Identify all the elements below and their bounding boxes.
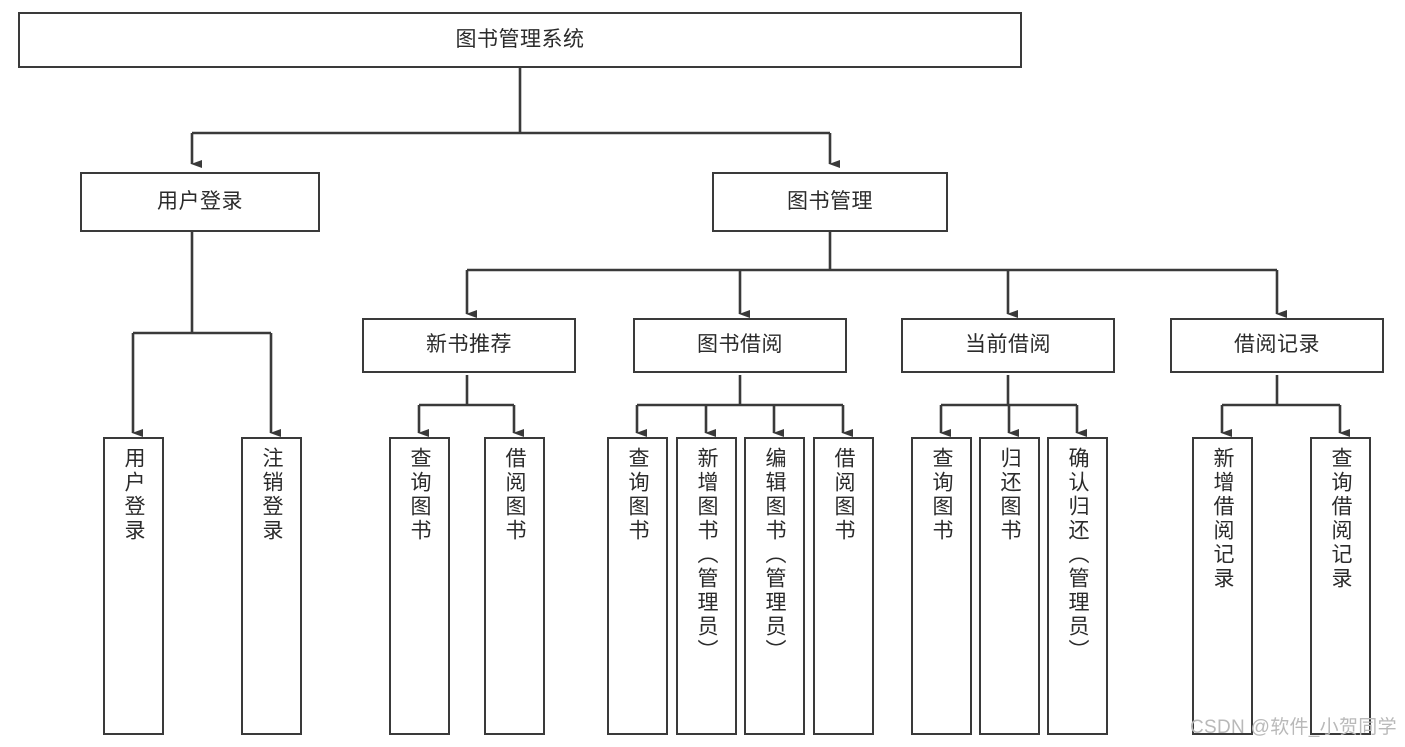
- node-leaf-borrow-book-1-label: 借阅图书: [503, 447, 526, 543]
- node-current-borrow-label: 当前借阅: [965, 333, 1051, 357]
- node-leaf-query-book-3-label: 查询图书: [930, 447, 953, 543]
- node-leaf-confirm-return-label: 确认归还（管理员）: [1066, 447, 1089, 663]
- node-leaf-borrow-book-2[interactable]: 借阅图书: [813, 437, 874, 735]
- node-leaf-edit-book-label: 编辑图书（管理员）: [763, 447, 786, 663]
- node-user-login-label: 用户登录: [157, 189, 243, 213]
- node-user-login[interactable]: 用户登录: [80, 172, 320, 232]
- node-leaf-add-record[interactable]: 新增借阅记录: [1192, 437, 1253, 735]
- node-leaf-query-book-1[interactable]: 查询图书: [389, 437, 450, 735]
- node-new-book-rec-label: 新书推荐: [426, 333, 512, 357]
- node-leaf-borrow-book-2-label: 借阅图书: [832, 447, 855, 543]
- node-new-book-rec[interactable]: 新书推荐: [362, 318, 576, 373]
- node-leaf-query-book-1-label: 查询图书: [408, 447, 431, 543]
- node-leaf-query-book-2[interactable]: 查询图书: [607, 437, 668, 735]
- node-leaf-logout-label: 注销登录: [260, 447, 283, 543]
- node-borrow-record-label: 借阅记录: [1234, 333, 1320, 357]
- node-leaf-return-book-label: 归还图书: [998, 447, 1021, 543]
- node-leaf-return-book[interactable]: 归还图书: [979, 437, 1040, 735]
- node-book-borrow-label: 图书借阅: [697, 333, 783, 357]
- node-leaf-user-login-label: 用户登录: [122, 447, 145, 543]
- node-root-label: 图书管理系统: [455, 27, 585, 51]
- node-leaf-query-record-label: 查询借阅记录: [1329, 447, 1352, 591]
- node-borrow-record[interactable]: 借阅记录: [1170, 318, 1384, 373]
- node-leaf-query-book-3[interactable]: 查询图书: [911, 437, 972, 735]
- node-leaf-add-book-label: 新增图书（管理员）: [695, 447, 718, 663]
- node-leaf-user-login[interactable]: 用户登录: [103, 437, 164, 735]
- node-book-mgmt[interactable]: 图书管理: [712, 172, 948, 232]
- node-root[interactable]: 图书管理系统: [18, 12, 1022, 68]
- node-leaf-query-book-2-label: 查询图书: [626, 447, 649, 543]
- node-leaf-logout[interactable]: 注销登录: [241, 437, 302, 735]
- node-leaf-add-record-label: 新增借阅记录: [1211, 447, 1234, 591]
- node-leaf-confirm-return[interactable]: 确认归还（管理员）: [1047, 437, 1108, 735]
- node-leaf-add-book[interactable]: 新增图书（管理员）: [676, 437, 737, 735]
- node-current-borrow[interactable]: 当前借阅: [901, 318, 1115, 373]
- node-leaf-query-record[interactable]: 查询借阅记录: [1310, 437, 1371, 735]
- node-book-mgmt-label: 图书管理: [787, 189, 873, 213]
- node-leaf-edit-book[interactable]: 编辑图书（管理员）: [744, 437, 805, 735]
- csdn-watermark: CSDN @软件_小贺同学: [1190, 717, 1397, 738]
- node-leaf-borrow-book-1[interactable]: 借阅图书: [484, 437, 545, 735]
- node-book-borrow[interactable]: 图书借阅: [633, 318, 847, 373]
